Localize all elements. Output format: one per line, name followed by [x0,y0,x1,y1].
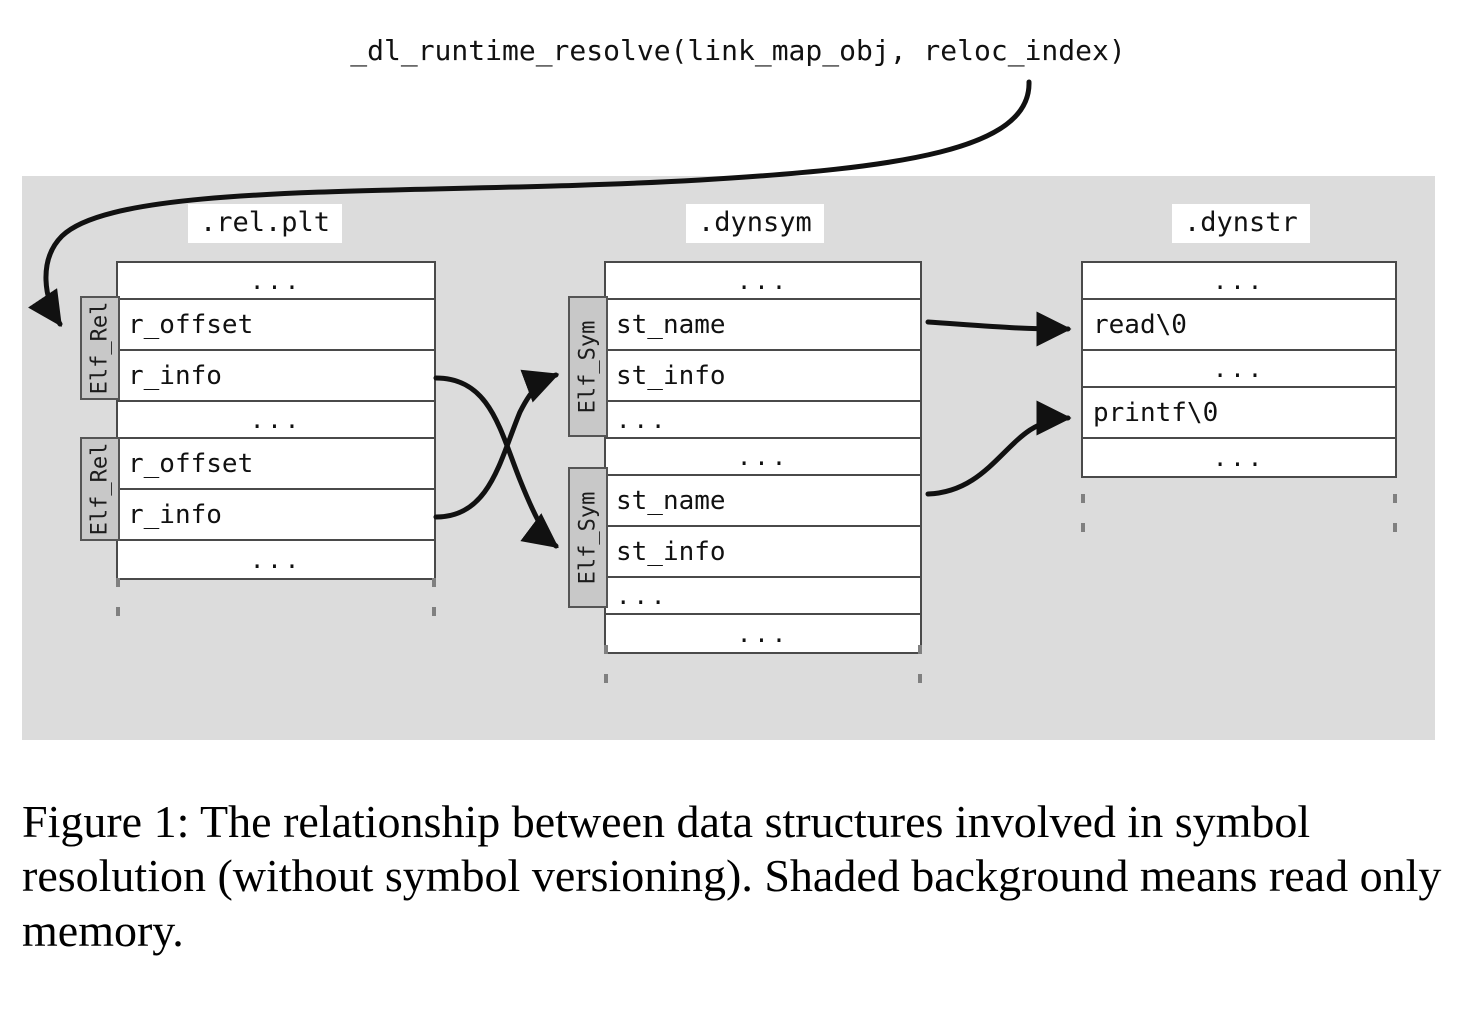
figure-caption: Figure 1: The relationship between data … [22,796,1442,956]
table-row-rel-plt-4: r_offset [118,439,434,490]
struct-tab-elf-sym-1-label: Elf_Sym [575,320,600,413]
section-label-rel-plt: .rel.plt [188,204,343,243]
table-row-dynsym-1: st_name [606,300,920,351]
table-row-dynstr-1: read\0 [1083,300,1395,351]
table-dynstr: ...read\0...printf\0... [1081,261,1397,478]
struct-tab-elf-rel-1: Elf_Rel [80,296,120,400]
table-row-dynstr-3: printf\0 [1083,388,1395,439]
table-row-dynsym-7: ... [606,578,920,615]
struct-tab-elf-sym-2-label: Elf_Sym [575,491,600,584]
struct-tab-elf-rel-1-label: Elf_Rel [87,301,112,395]
table-row-rel-plt-5: r_info [118,490,434,541]
table-row-dynstr-2: ... [1083,351,1395,388]
struct-tab-elf-rel-2-label: Elf_Rel [87,442,112,536]
table-row-dynsym-8: ... [606,615,920,652]
struct-tab-elf-sym-1: Elf_Sym [568,296,608,437]
table-row-rel-plt-0: ... [118,263,434,300]
table-row-rel-plt-1: r_offset [118,300,434,351]
table-row-dynsym-6: st_info [606,527,920,578]
table-row-dynsym-0: ... [606,263,920,300]
table-row-dynsym-3: ... [606,402,920,439]
table-row-rel-plt-6: ... [118,541,434,578]
table-row-rel-plt-3: ... [118,402,434,439]
resolve-call-label: _dl_runtime_resolve(link_map_obj, reloc_… [350,34,1126,67]
section-label-dynsym: .dynsym [686,204,824,243]
table-row-rel-plt-2: r_info [118,351,434,402]
section-label-dynstr: .dynstr [1172,204,1310,243]
struct-tab-elf-rel-2: Elf_Rel [80,437,120,541]
table-row-dynsym-2: st_info [606,351,920,402]
struct-tab-elf-sym-2: Elf_Sym [568,467,608,608]
table-row-dynstr-0: ... [1083,263,1395,300]
table-row-dynsym-4: ... [606,439,920,476]
table-row-dynstr-4: ... [1083,439,1395,476]
table-row-dynsym-5: st_name [606,476,920,527]
